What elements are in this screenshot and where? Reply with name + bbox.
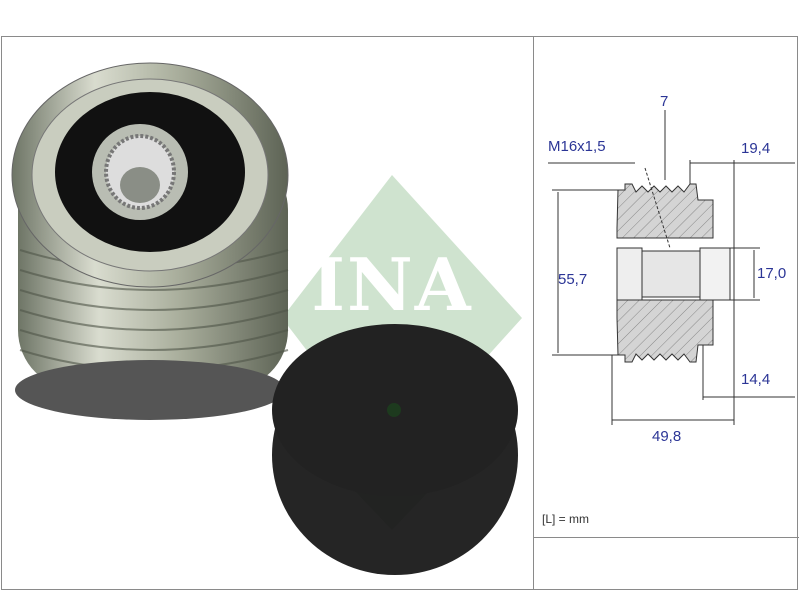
offset-top-label: 19,4 <box>741 140 771 157</box>
cross-section-drawing <box>548 110 795 425</box>
dust-cap-photo <box>272 324 518 575</box>
outer-diameter-label: 55,7 <box>558 271 588 288</box>
svg-text:INA: INA <box>311 242 472 327</box>
image-frame <box>1 36 798 590</box>
thread-label: M16x1,5 <box>548 138 606 155</box>
unit-note: [L] = mm <box>542 512 590 526</box>
ribs-count-label: 7 <box>660 93 669 110</box>
overall-length-label: 49,8 <box>652 428 682 445</box>
panel-divider <box>533 36 534 590</box>
bore-diameter-label: 17,0 <box>757 265 787 282</box>
pulley-photo <box>11 62 289 420</box>
footer-divider <box>533 537 799 538</box>
offset-bottom-label: 14,4 <box>741 371 771 388</box>
